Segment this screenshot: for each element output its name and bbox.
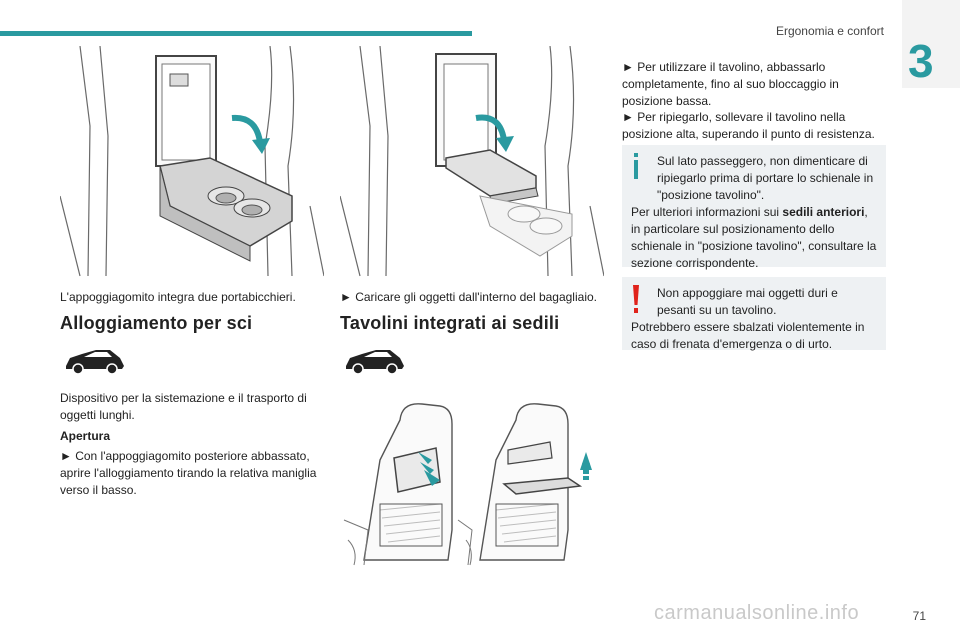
opening-step: ► Con l'appoggiagomito posteriore abbass… [60, 449, 317, 497]
chapter-number: 3 [908, 35, 934, 87]
suv-icon [66, 350, 124, 375]
info-line-2: Per ulteriori informazioni sui sedili an… [631, 204, 878, 272]
warning-line-1: Non appoggiare mai oggetti duri e pesant… [657, 286, 838, 317]
info-icon [634, 153, 638, 179]
info-line-2-bold: sedili anteriori [782, 205, 865, 219]
warning-box: Non appoggiare mai oggetti duri e pesant… [622, 277, 886, 351]
loading-caption: ► Caricare gli oggetti dall'interno del … [340, 290, 597, 304]
page-number: 71 [912, 609, 926, 623]
armrest-caption: L'appoggiagomito integra due portabicchi… [60, 290, 296, 304]
ski-description: Dispositivo per la sistemazione e il tra… [60, 391, 307, 422]
section-heading-ski: Alloggiamento per sci [60, 313, 253, 333]
ski-pass-illustration [340, 46, 604, 282]
seat-table-illustration [340, 400, 604, 570]
section-title: Ergonomia e confort [775, 24, 884, 38]
info-box: Sul lato passeggero, non dimenticare di … [622, 145, 886, 270]
armrest-cupholders-illustration [60, 46, 324, 282]
info-line-1: Sul lato passeggero, non dimenticare di … [657, 154, 874, 202]
info-line-2-rest: , in particolare sul posizionamento dell… [631, 205, 877, 270]
suv-icon-2 [346, 350, 404, 375]
opening-subheading: Apertura [60, 429, 111, 443]
header-accent-bar [0, 31, 472, 36]
chapter-tab: 3 [902, 0, 960, 88]
warning-icon [633, 285, 639, 313]
table-use-step: ► Per utilizzare il tavolino, abbassarlo… [622, 60, 839, 108]
table-fold-step: ► Per ripiegarlo, sollevare il tavolino … [622, 110, 875, 141]
warning-line-2: Potrebbero essere sbalzati violentemente… [631, 320, 865, 351]
info-line-2-text: Per ulteriori informazioni sui [631, 205, 783, 219]
watermark: carmanualsonline.info [654, 602, 860, 624]
section-heading-tables: Tavolini integrati ai sedili [340, 313, 560, 333]
